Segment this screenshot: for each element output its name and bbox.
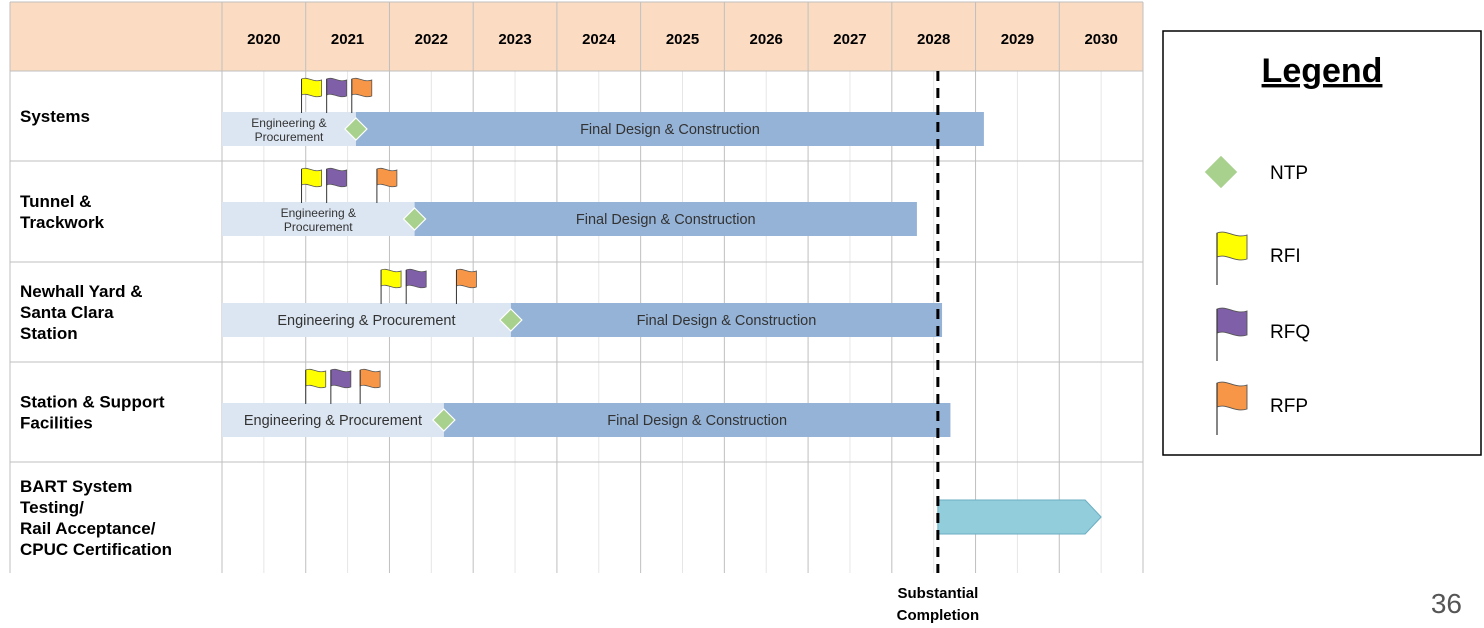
year-label: 2022 bbox=[415, 31, 448, 48]
design-construction-bar bbox=[355, 112, 984, 146]
rfq-flag bbox=[330, 368, 352, 404]
flag-cloth bbox=[301, 77, 322, 98]
legend-label: RFP bbox=[1270, 396, 1308, 417]
legend-label: NTP bbox=[1270, 163, 1308, 184]
row-label: Newhall Yard & bbox=[20, 282, 143, 301]
flag-cloth bbox=[326, 167, 348, 188]
row-label: Station & Support bbox=[20, 393, 165, 412]
rfi-flag bbox=[301, 77, 322, 113]
flag-cloth bbox=[305, 368, 327, 389]
year-label: 2026 bbox=[750, 31, 783, 48]
bar-label: Final Design & Construction bbox=[637, 313, 817, 329]
flag-cloth bbox=[1216, 381, 1248, 411]
ntp-marker bbox=[402, 207, 427, 231]
flag-cloth bbox=[351, 77, 373, 98]
header-band bbox=[10, 2, 1143, 71]
bar-label: Final Design & Construction bbox=[576, 212, 756, 228]
year-label: 2029 bbox=[1001, 31, 1034, 48]
bar-label: Final Design & Construction bbox=[607, 413, 787, 429]
rfq-flag bbox=[326, 167, 348, 203]
row-label: BART System bbox=[20, 477, 132, 496]
bar-label: Final Design & Construction bbox=[580, 122, 760, 138]
year-label: 2024 bbox=[582, 31, 616, 48]
row-label: Rail Acceptance/ bbox=[20, 519, 156, 538]
year-label: 2023 bbox=[498, 31, 531, 48]
legend-title: Legend bbox=[1262, 52, 1383, 90]
row-label: Trackwork bbox=[20, 213, 105, 232]
legend-box bbox=[1162, 30, 1482, 456]
row-label: Tunnel & bbox=[20, 192, 91, 211]
ntp-marker bbox=[432, 408, 456, 432]
flag-cloth bbox=[376, 167, 398, 188]
flag-cloth bbox=[301, 167, 322, 188]
bar-label: Procurement bbox=[255, 130, 324, 144]
engineering-procurement-bar bbox=[222, 112, 356, 146]
flag-cloth bbox=[1216, 231, 1248, 261]
legend-rfq-flag-icon bbox=[1216, 307, 1248, 361]
legend-rfi-flag-icon bbox=[1216, 231, 1248, 285]
engineering-procurement-bar bbox=[222, 403, 444, 437]
rfi-flag bbox=[305, 368, 327, 404]
year-label: 2020 bbox=[247, 31, 280, 48]
flag-cloth bbox=[1216, 307, 1248, 337]
rfi-flag bbox=[380, 268, 402, 304]
design-construction-bar bbox=[414, 202, 917, 236]
rfp-flag bbox=[359, 368, 381, 404]
testing-bar bbox=[937, 499, 1102, 535]
rfq-flag bbox=[405, 268, 427, 304]
bar-label: Engineering & Procurement bbox=[277, 313, 455, 329]
page-number: 36 bbox=[1430, 588, 1462, 619]
legend-ntp-icon bbox=[1203, 154, 1239, 190]
milestone-label: Completion bbox=[897, 607, 980, 624]
legend-rfp-flag-icon bbox=[1216, 381, 1248, 435]
row-label: Systems bbox=[20, 107, 90, 126]
bar-label: Procurement bbox=[284, 220, 353, 234]
rfp-flag bbox=[455, 268, 477, 304]
flag-cloth bbox=[405, 268, 427, 289]
legend-label: RFQ bbox=[1270, 322, 1310, 343]
year-label: 2030 bbox=[1084, 31, 1117, 48]
year-label: 2028 bbox=[917, 31, 950, 48]
year-label: 2025 bbox=[666, 31, 699, 48]
row-label: Station bbox=[20, 324, 78, 343]
bar-label: Engineering & Procurement bbox=[244, 413, 422, 429]
engineering-procurement-bar bbox=[222, 303, 511, 337]
engineering-procurement-bar bbox=[222, 202, 415, 236]
flag-cloth bbox=[326, 77, 348, 98]
flag-cloth bbox=[380, 268, 402, 289]
ntp-marker bbox=[499, 308, 523, 332]
flag-cloth bbox=[359, 368, 381, 389]
rfp-flag bbox=[351, 77, 373, 113]
ntp-marker bbox=[344, 117, 368, 141]
row-label: CPUC Certification bbox=[20, 540, 172, 559]
milestone-label: Substantial bbox=[897, 585, 978, 602]
flag-cloth bbox=[456, 268, 477, 289]
row-label: Santa Clara bbox=[20, 303, 114, 322]
row-label: Testing/ bbox=[20, 498, 84, 517]
year-label: 2027 bbox=[833, 31, 866, 48]
bar-label: Engineering & bbox=[251, 116, 326, 130]
design-construction-bar bbox=[510, 303, 943, 337]
year-label: 2021 bbox=[331, 31, 364, 48]
design-construction-bar bbox=[443, 403, 951, 437]
legend-label: RFI bbox=[1270, 246, 1301, 267]
rfi-flag bbox=[301, 167, 322, 203]
rfp-flag bbox=[376, 167, 398, 203]
row-label: Facilities bbox=[20, 414, 93, 433]
rfq-flag bbox=[326, 77, 348, 113]
bar-label: Engineering & bbox=[281, 206, 356, 220]
flag-cloth bbox=[330, 368, 352, 389]
